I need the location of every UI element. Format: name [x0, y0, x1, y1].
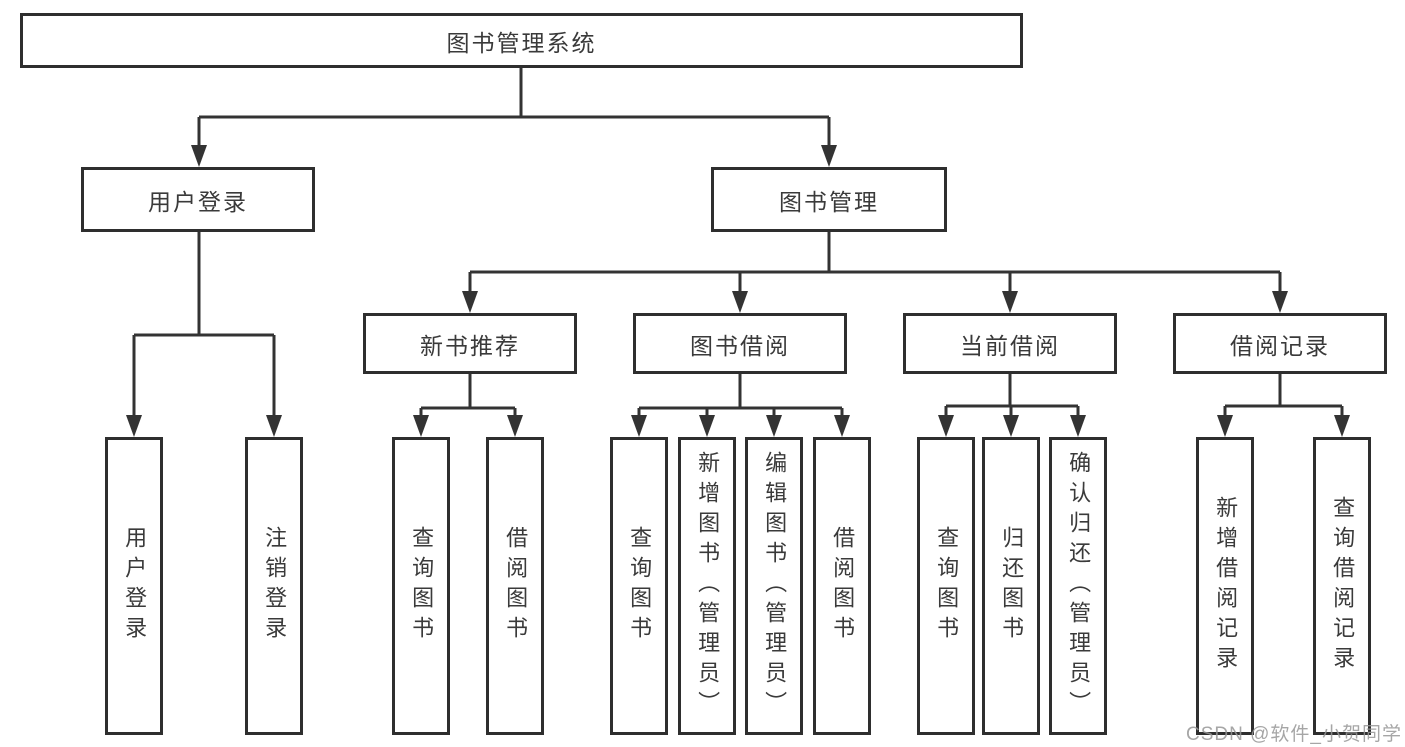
leaf-records-query-record-label: 查询借阅记录	[1330, 496, 1356, 676]
leaf-current-return-books-label: 归还图书	[999, 526, 1025, 646]
node-current-borrowing: 当前借阅	[903, 313, 1117, 374]
watermark: CSDN @软件_小贺同学	[1186, 724, 1402, 745]
leaf-newrec-borrow-books-label: 借阅图书	[503, 526, 529, 646]
leaf-current-query-books-label: 查询图书	[934, 526, 960, 646]
node-book-management: 图书管理	[711, 167, 947, 232]
node-current-borrowing-label: 当前借阅	[960, 332, 1060, 359]
node-borrowing-records: 借阅记录	[1173, 313, 1387, 374]
leaf-records-query-record: 查询借阅记录	[1313, 437, 1371, 735]
leaf-records-add-record-label: 新增借阅记录	[1213, 496, 1239, 676]
leaf-borrow-borrow-books: 借阅图书	[813, 437, 871, 735]
node-root-label: 图书管理系统	[446, 29, 597, 56]
node-book-management-label: 图书管理	[779, 188, 879, 215]
node-new-book-recommendation-label: 新书推荐	[420, 332, 520, 359]
leaf-newrec-query-books: 查询图书	[392, 437, 450, 735]
node-root: 图书管理系统	[20, 13, 1023, 68]
leaf-newrec-query-books-label: 查询图书	[409, 526, 435, 646]
node-new-book-recommendation: 新书推荐	[363, 313, 577, 374]
leaf-current-confirm-return-admin: 确认归还（管理员）	[1049, 437, 1107, 735]
leaf-borrow-edit-books-admin: 编辑图书（管理员）	[745, 437, 803, 735]
node-user-login-label: 用户登录	[148, 188, 248, 215]
leaf-current-confirm-return-admin-label: 确认归还（管理员）	[1066, 451, 1092, 721]
leaf-logout-label: 注销登录	[262, 526, 288, 646]
leaf-borrow-edit-books-admin-label: 编辑图书（管理员）	[762, 451, 788, 721]
leaf-records-add-record: 新增借阅记录	[1196, 437, 1254, 735]
leaf-borrow-borrow-books-label: 借阅图书	[830, 526, 856, 646]
leaf-current-return-books: 归还图书	[982, 437, 1040, 735]
leaf-logout: 注销登录	[245, 437, 303, 735]
leaf-borrow-add-books-admin-label: 新增图书（管理员）	[695, 451, 721, 721]
node-book-borrowing-label: 图书借阅	[690, 332, 790, 359]
leaf-borrow-query-books-label: 查询图书	[627, 526, 653, 646]
node-user-login: 用户登录	[81, 167, 315, 232]
leaf-user-login: 用户登录	[105, 437, 163, 735]
leaf-borrow-query-books: 查询图书	[610, 437, 668, 735]
node-book-borrowing: 图书借阅	[633, 313, 847, 374]
leaf-user-login-label: 用户登录	[122, 526, 148, 646]
node-borrowing-records-label: 借阅记录	[1230, 332, 1330, 359]
leaf-newrec-borrow-books: 借阅图书	[486, 437, 544, 735]
leaf-borrow-add-books-admin: 新增图书（管理员）	[678, 437, 736, 735]
leaf-current-query-books: 查询图书	[917, 437, 975, 735]
